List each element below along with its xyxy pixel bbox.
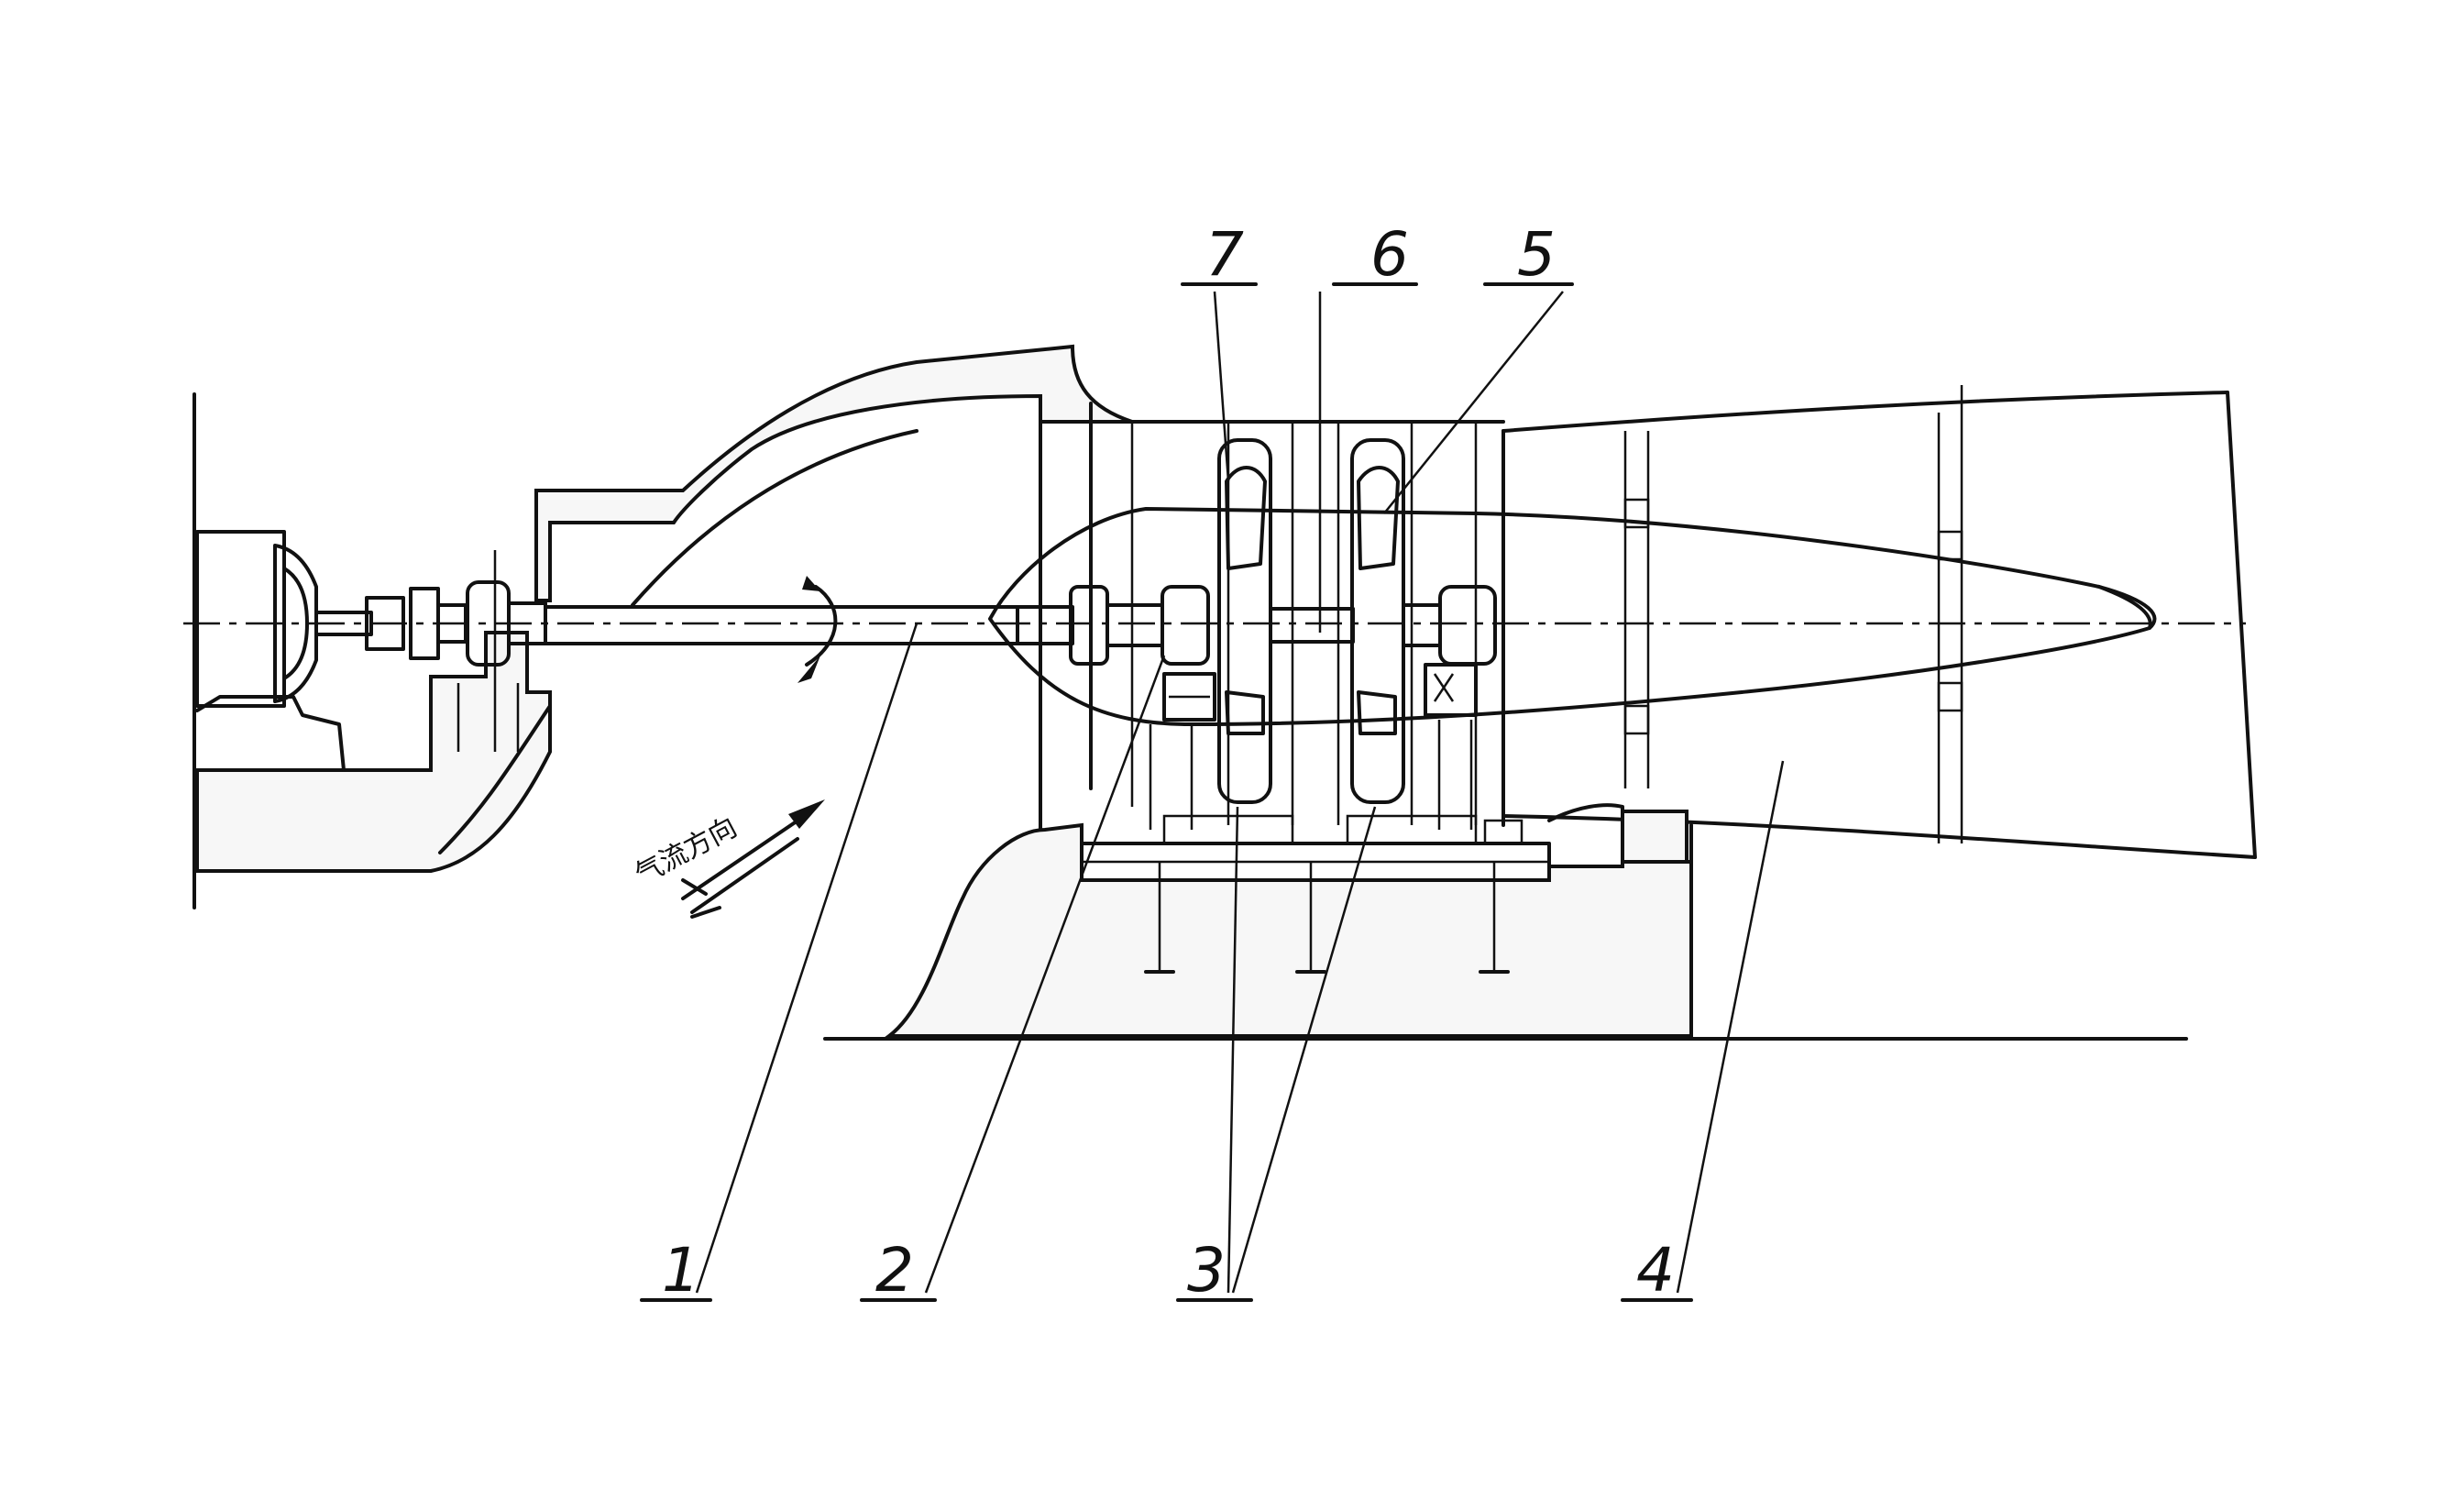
inlet-duct-upper: [536, 347, 1132, 601]
diffuser: [1503, 385, 2255, 857]
motor: [197, 532, 316, 706]
label-2: 2: [875, 1235, 914, 1306]
motor-foundation: [197, 633, 550, 871]
label-3: 3: [1187, 1235, 1226, 1306]
label-5: 5: [1517, 219, 1556, 290]
second-stage-blade: [1352, 440, 1403, 802]
foundation-block: [889, 825, 1691, 1036]
label-4: 4: [1636, 1235, 1675, 1306]
input-shaft: [316, 550, 1018, 752]
airflow-direction-note: 气流方向: [630, 811, 742, 891]
hub-nose: [2099, 587, 2150, 628]
label-6: 6: [1370, 219, 1409, 290]
first-stage-blade: [1219, 440, 1270, 802]
label-1: 1: [662, 1235, 700, 1306]
label-7: 7: [1205, 219, 1244, 290]
foundation-block-right: [1622, 811, 1687, 862]
rotation-arrow: [798, 576, 835, 683]
base-frame: [1082, 816, 1549, 880]
leader-lines: [642, 284, 1783, 1300]
foundation-lip: [1549, 805, 1622, 866]
bearing-housing-left: [1150, 674, 1215, 830]
bearing-housing-right: [1425, 665, 1476, 830]
